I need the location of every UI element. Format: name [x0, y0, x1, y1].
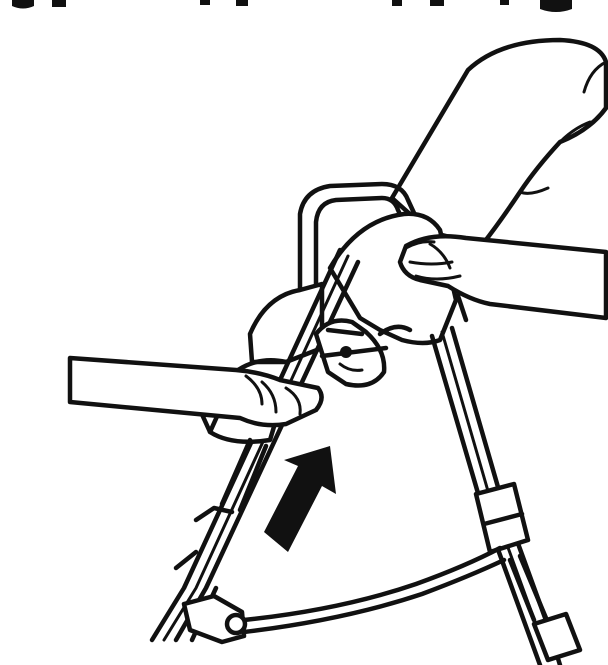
- tube-clamp: [432, 296, 580, 665]
- support-cable: [184, 548, 504, 642]
- cropped-heading-text: [12, 0, 572, 12]
- direction-arrow: [264, 446, 336, 552]
